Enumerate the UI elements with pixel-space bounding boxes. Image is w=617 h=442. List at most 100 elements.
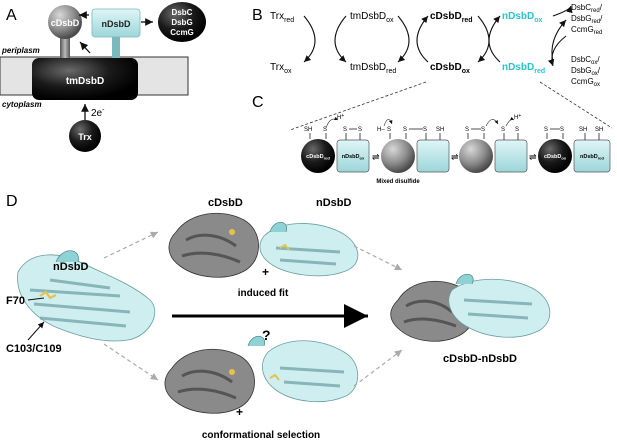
cdsbd-ball xyxy=(48,5,82,39)
cdsbd-stem xyxy=(60,32,70,64)
state2-s-2: S xyxy=(403,127,407,133)
state4-s-2: S xyxy=(560,127,564,133)
c103-pointer xyxy=(27,321,45,341)
trx-ox-label: Trxox xyxy=(270,62,292,75)
trx-label: Trx xyxy=(78,132,92,142)
state2-curl-arrow xyxy=(383,119,393,127)
f70-pointer xyxy=(27,297,45,301)
state2-s-1: S xyxy=(387,127,391,133)
partner-ox-2: DsbGox/ xyxy=(571,66,601,77)
periplasm-label: periplasm xyxy=(1,46,40,55)
panel-label-d: D xyxy=(6,193,18,210)
conformational-selection-label: conformational selection xyxy=(202,430,320,441)
electron-label: 2e- xyxy=(91,107,105,119)
zoom-line-right xyxy=(539,81,613,129)
state3-curl-arrow xyxy=(485,119,499,127)
mixed-disulfide-label: Mixed disulfide xyxy=(376,179,420,185)
cdsbd-ox-label: cDsbDox xyxy=(430,62,470,75)
state2-s-3: S xyxy=(423,127,427,133)
ndsbd-structure xyxy=(17,250,155,342)
ndsbd-stem xyxy=(112,36,120,64)
induced-fit-to-complex-arrow xyxy=(353,245,403,271)
panel-d: D nDsbD F70 C103/C109 cDsbD nDsbD + indu… xyxy=(6,193,551,441)
trx-red-label: Trxred xyxy=(270,11,294,24)
exchange-arrow-3a xyxy=(477,15,490,63)
state1-sh-1: SH xyxy=(304,127,312,133)
panel-label-a: A xyxy=(6,7,17,24)
state1-s-1: S xyxy=(323,127,327,133)
ndsbd-label: nDsbD xyxy=(102,19,132,29)
eq-1: ⇌ xyxy=(372,152,380,162)
partner-ox-1: DsbCox/ xyxy=(571,55,600,66)
partner-red-3: CcmGred xyxy=(571,25,602,36)
state1-ndsbd xyxy=(336,139,370,173)
eq-3: ⇌ xyxy=(529,152,537,162)
partners-ball xyxy=(158,2,206,42)
state3-s-2: S xyxy=(481,127,485,133)
partner-red-2: DsbGred/ xyxy=(571,14,603,25)
trx-ball xyxy=(69,120,101,152)
cytoplasm-label: cytoplasm xyxy=(2,100,42,109)
state4-cdsbd-label: cDsbDox xyxy=(544,154,567,161)
question-mark: ? xyxy=(262,327,271,343)
ndsbd-top-label: nDsbD xyxy=(316,197,352,209)
partner-dsbg: DsbG xyxy=(171,18,192,27)
exchange-arrow-4b xyxy=(551,19,567,63)
panel-label-b: B xyxy=(252,7,263,24)
exchange-arrow-4a xyxy=(552,5,573,17)
exchange-arrow-4c xyxy=(547,35,567,67)
partner-dsbc: DsbC xyxy=(172,8,193,17)
to-conformational-selection-arrow xyxy=(103,343,159,381)
state3-s-3: S xyxy=(501,127,505,133)
zoom-line-left xyxy=(289,81,427,131)
exchange-arrow-2b xyxy=(416,15,429,63)
c103-label: C103/C109 xyxy=(6,343,62,355)
state3-s-4: S xyxy=(515,127,519,133)
cdsbd-label: cDsbD xyxy=(51,18,80,28)
exchange-arrow-3b xyxy=(488,15,501,63)
tmdsbd-to-cdsbd-arrow xyxy=(79,41,91,54)
state1-ndsbd-label: nDsbDox xyxy=(342,154,365,161)
plus-top: + xyxy=(262,265,269,279)
state1-s-2: S xyxy=(343,127,347,133)
exchange-arrow-1a xyxy=(303,15,316,63)
state2-cdsbd xyxy=(381,139,415,173)
panel-a: A periplasm cytoplasm tmDsbD cDsbD nDsbD… xyxy=(0,2,206,152)
exchange-arrow-1b xyxy=(334,15,347,63)
state1-hplus: H+ xyxy=(337,113,344,121)
ndsbd-red-label: nDsbDred xyxy=(502,62,545,75)
partner-ccmg: CcmG xyxy=(170,28,194,37)
tmdsbd-box xyxy=(32,58,138,100)
induced-fit-structures xyxy=(168,212,359,278)
tmdsbd-red-label: tmDsbDred xyxy=(350,62,396,75)
partner-red-1: DsbCred/ xyxy=(571,3,603,14)
state3-hplus: H+ xyxy=(514,113,521,121)
partner-ox-3: CcmGox xyxy=(571,77,600,88)
state3-cdsbd xyxy=(459,139,493,173)
plus-bottom: + xyxy=(236,405,243,419)
state4-cdsbd xyxy=(538,139,572,173)
panel-b: B Trxred Trxox tmDsbDox tmDsbDred cDsbDr… xyxy=(252,3,603,88)
state4-sh-1: SH xyxy=(579,127,587,133)
ndsbd-left-label: nDsbD xyxy=(53,261,89,273)
state4-ndsbd xyxy=(573,139,611,173)
state4-s-1: S xyxy=(544,127,548,133)
state3-s-1: S xyxy=(465,127,469,133)
cdsbd-red-label: cDsbDred xyxy=(430,11,473,24)
state1-cdsbd-label: cDsbDred xyxy=(306,154,330,161)
f70-label: F70 xyxy=(6,295,25,307)
complex-label: cDsbD-nDsbD xyxy=(443,353,517,365)
to-induced-fit-arrow xyxy=(103,231,159,259)
state1-proton-arrow xyxy=(325,116,339,129)
state3-proton-arrow xyxy=(505,116,515,127)
state2-ndsbd xyxy=(416,139,450,173)
cdsbd-top-label: cDsbD xyxy=(208,197,243,209)
induced-fit-label: induced fit xyxy=(238,288,289,299)
state4-ndsbd-label: nDsbDred xyxy=(580,154,605,161)
state2-sh: SH xyxy=(436,127,444,133)
state2-h: H– xyxy=(377,127,385,133)
panel-c: C cDsbDred nDsbDox SH S S S H+ ⇌ H– S S … xyxy=(252,94,611,185)
ndsbd-box xyxy=(91,8,141,38)
state1-s-3: S xyxy=(358,127,362,133)
